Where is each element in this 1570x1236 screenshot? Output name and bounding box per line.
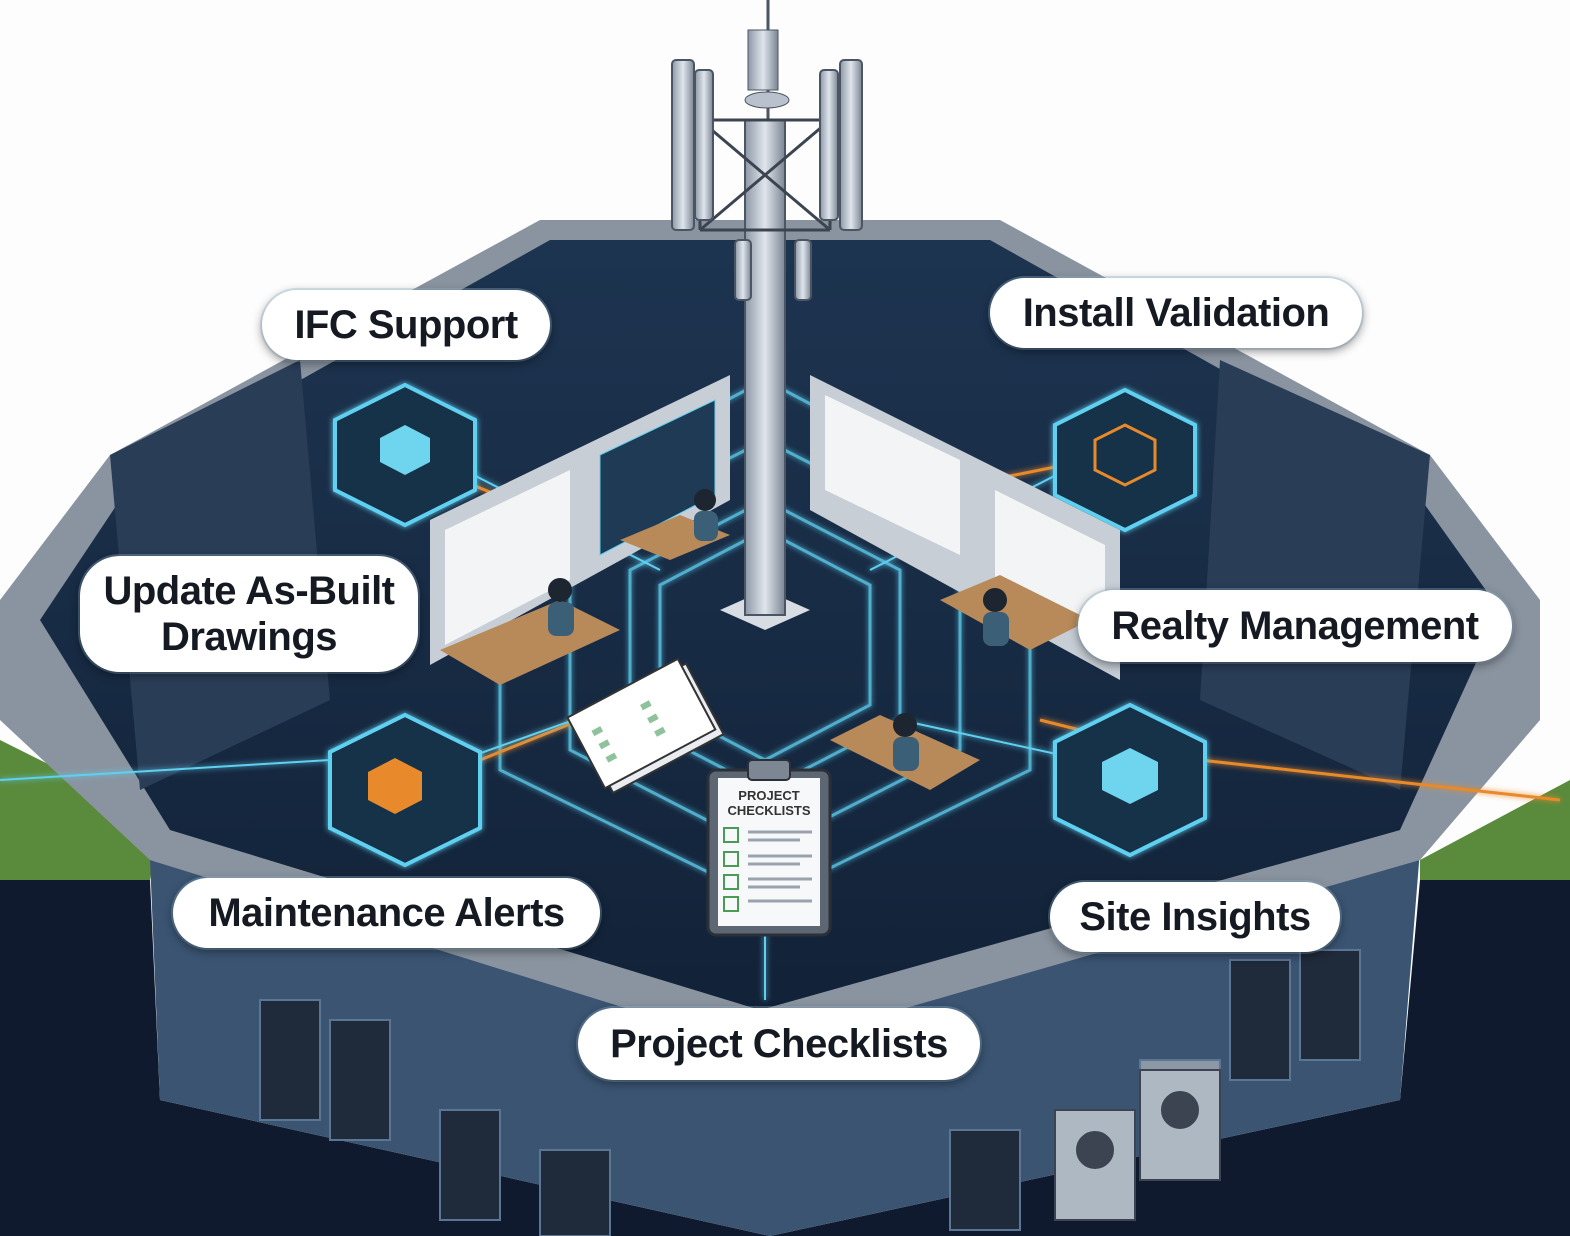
clipboard-title: PROJECT CHECKLISTS bbox=[718, 788, 820, 818]
underground-soil bbox=[0, 880, 1570, 1236]
workers bbox=[548, 489, 1009, 771]
hvac-units bbox=[1054, 1069, 1221, 1221]
label-text: Project Checklists bbox=[610, 1022, 948, 1066]
label-realty-management: Realty Management bbox=[1078, 590, 1512, 662]
label-text: Site Insights bbox=[1079, 895, 1311, 939]
label-maintenance-alerts: Maintenance Alerts bbox=[173, 878, 600, 948]
label-text: Install Validation bbox=[1022, 291, 1330, 335]
label-project-checklists: Project Checklists bbox=[578, 1008, 980, 1080]
hex-node-install bbox=[1053, 387, 1197, 533]
label-update-as-built-drawings: Update As-Built Drawings bbox=[80, 556, 418, 672]
checklist-paper-stack bbox=[566, 657, 725, 795]
label-text-line2: Drawings bbox=[160, 615, 338, 659]
hex-node-alerts bbox=[328, 712, 482, 868]
project-checklists-clipboard bbox=[706, 759, 832, 937]
label-install-validation: Install Validation bbox=[990, 278, 1362, 348]
right-room bbox=[1200, 360, 1430, 790]
label-text: IFC Support bbox=[294, 303, 518, 347]
server-racks bbox=[259, 949, 1361, 1236]
clipboard-title-line2: CHECKLISTS bbox=[727, 803, 811, 818]
hex-node-insights bbox=[1053, 702, 1207, 858]
label-text-line1: Update As-Built bbox=[103, 569, 395, 613]
hex-node-ifc bbox=[333, 382, 477, 528]
cell-tower bbox=[671, 0, 863, 630]
label-ifc-support: IFC Support bbox=[262, 290, 550, 360]
grass-left bbox=[0, 740, 160, 880]
grass-right bbox=[1420, 780, 1570, 880]
label-site-insights: Site Insights bbox=[1050, 882, 1340, 952]
clipboard-title-line1: PROJECT bbox=[738, 788, 800, 803]
label-text: Maintenance Alerts bbox=[208, 891, 565, 935]
label-text: Realty Management bbox=[1111, 604, 1479, 648]
